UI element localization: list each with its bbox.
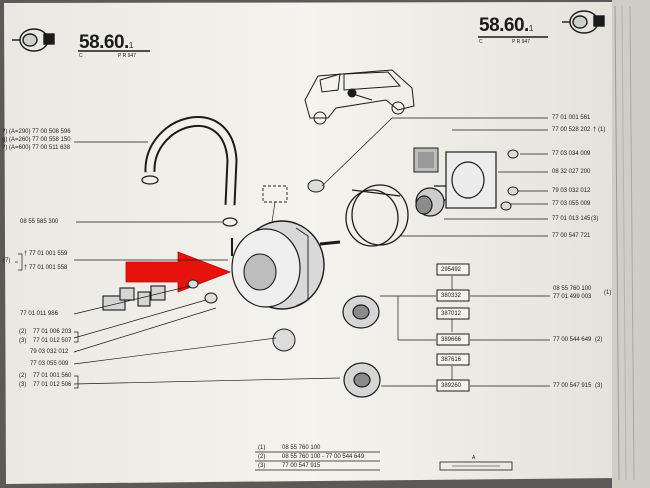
header-pr-right: P R 947 [512, 39, 530, 45]
left-callout: 77 03 055 009 [30, 361, 69, 367]
right-callout: 77 00 544 649 [553, 337, 592, 343]
rubber-ring [345, 184, 409, 247]
pump-housing [415, 151, 497, 217]
left-callout: 77 01 006 203 [33, 329, 72, 335]
left-callout: † 77 01 001 558 [24, 265, 68, 271]
right-callout: 77 00 547 721 [552, 233, 591, 239]
right-callout: 77 03 055 009 [552, 201, 591, 207]
left-mark: (7) [3, 258, 11, 264]
booster-icon-right [562, 10, 605, 34]
section-number-right: 58.60.1 [479, 15, 533, 36]
car-illustration [304, 69, 415, 125]
right-mark: (2) [595, 337, 603, 343]
part-box: 389666 [441, 337, 462, 343]
check-valve-parts [102, 285, 166, 311]
right-callout: 77 00 547 915 [553, 383, 592, 389]
right-callout: 77 00 528 202 [552, 127, 591, 133]
dimension-label: A [472, 455, 476, 461]
part-box: 380332 [441, 293, 462, 299]
left-callout: † 77 01 001 559 [24, 251, 68, 257]
right-callout: 77 01 499 003 [553, 294, 592, 300]
part-box: 387616 [441, 357, 462, 363]
left-callout: 77 01 012 506 [33, 382, 72, 388]
section-number-left: 58.60.1 [79, 32, 133, 53]
left-callout: ?) (A=290) 77 00 508 596 [2, 129, 71, 135]
left-mark: (2) [19, 373, 27, 379]
left-callout: g) (A=260) 77 00 558 150 [2, 137, 71, 143]
header-letter-right: C [479, 39, 483, 45]
header-letter-left: C [79, 53, 83, 59]
left-mark: (3) [19, 382, 27, 388]
left-callout: 77 01 012 507 [33, 338, 72, 344]
vacuum-hose [141, 116, 238, 206]
right-mark: (1) [604, 290, 612, 296]
left-callout: 79 03 032 012 [30, 349, 69, 355]
valve-assemblies [342, 295, 381, 398]
right-mark: (3) [591, 216, 599, 222]
left-callout: 77 01 001 560 [33, 373, 72, 379]
filter-block [413, 147, 439, 173]
left-mark: (2) [19, 329, 27, 335]
part-box: 389260 [441, 383, 462, 389]
part-box: 295492 [441, 267, 462, 273]
right-mark: † (1) [593, 127, 606, 133]
left-mark: (3) [19, 338, 27, 344]
brake-booster [231, 220, 341, 310]
right-callout: 77 03 034 009 [552, 151, 591, 157]
left-callout: 08 55 585 300 [20, 219, 59, 225]
right-callout: 77 01 001 561 [552, 115, 591, 121]
right-callout: 08 55 760 100 [553, 286, 592, 292]
part-box: 387012 [441, 311, 462, 317]
right-callout: 79 03 032 012 [552, 188, 591, 194]
left-callout: 77 01 011 986 [20, 311, 58, 317]
left-callout: ?) (A=600) 77 00 511 638 [2, 145, 71, 151]
right-callout: 77 01 013 145 [552, 216, 591, 222]
booster-icon-left [12, 28, 55, 52]
header-pr-left: P R 947 [118, 53, 136, 59]
right-callout: 08 32 027 200 [552, 169, 591, 175]
right-mark: (3) [595, 383, 603, 389]
